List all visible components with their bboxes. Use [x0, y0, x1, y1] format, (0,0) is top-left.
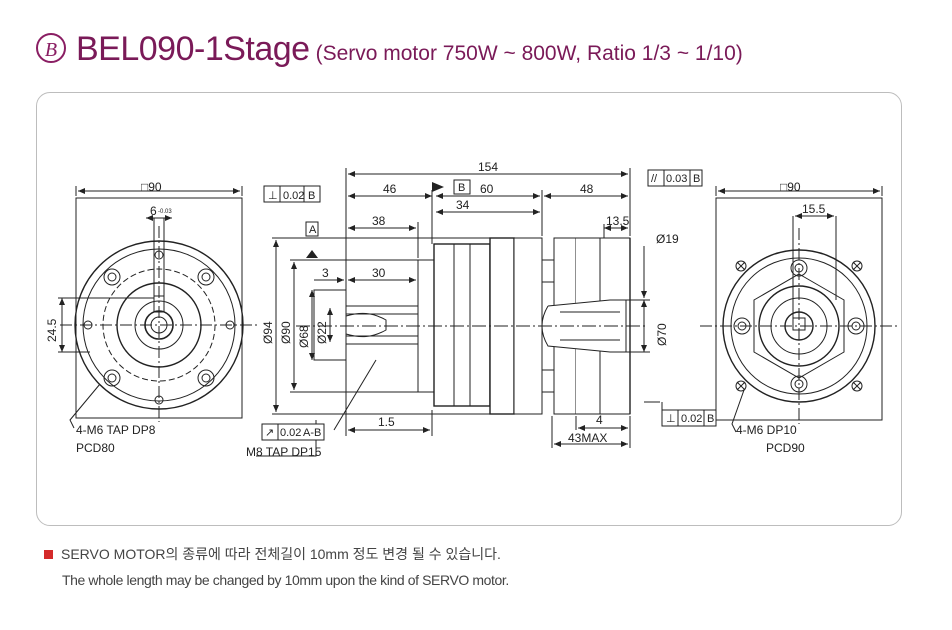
left-pcd-label: PCD80: [76, 441, 115, 455]
dim-43max: 43MAX: [568, 431, 607, 445]
stage-badge-icon: B: [36, 33, 66, 63]
gdt-perp2-datum: B: [707, 413, 714, 425]
dim-dia-22: Ø22: [315, 321, 329, 344]
page-title: B BEL090-1Stage (Servo motor 750W ~ 800W…: [36, 30, 743, 80]
bore-key-dim: 15.5: [802, 202, 826, 216]
dim-13-5: 13.5: [606, 214, 630, 228]
dim-1-5: 1.5: [378, 415, 395, 429]
dim-60: 60: [480, 182, 494, 196]
gdt-runout-value: 0.02: [280, 427, 301, 439]
right-tap-label: 4-M6 DP10: [736, 423, 797, 437]
left-tap-label: 4-M6 TAP DP8: [76, 423, 156, 437]
right-pcd-label: PCD90: [766, 441, 805, 455]
bullet-icon: [44, 550, 53, 559]
dim-dia-19: Ø19: [656, 232, 679, 246]
dim-dia-68: Ø68: [297, 325, 311, 348]
dim-48: 48: [580, 182, 594, 196]
dim-3: 3: [322, 266, 329, 280]
gdt-perp-datum: B: [308, 190, 315, 202]
dim-dia-70: Ø70: [655, 323, 669, 346]
svg-text:↗: ↗: [265, 427, 274, 439]
m8-tap-label: M8 TAP DP15: [246, 445, 322, 459]
left-end-view: [58, 186, 258, 429]
svg-text:A-B: A-B: [303, 427, 321, 439]
gdt-frames: [261, 169, 717, 441]
key-height-dim: 24.5: [45, 318, 59, 342]
right-square-dim: □90: [780, 180, 801, 194]
dim-overall: 154: [478, 160, 498, 174]
right-end-view: [700, 186, 898, 433]
dim-dia-90: Ø90: [279, 321, 293, 344]
dim-dia-94: Ø94: [261, 321, 275, 344]
dim-34: 34: [456, 198, 470, 212]
datum-b: B: [458, 182, 465, 194]
model-name: BEL090-1Stage: [76, 30, 310, 68]
svg-text://: //: [651, 173, 658, 185]
gdt-perp-value: 0.02: [283, 190, 304, 202]
note-korean: SERVO MOTOR의 종류에 따라 전체길이 10mm 정도 변경 될 수 …: [44, 544, 501, 564]
svg-text:⊥: ⊥: [666, 413, 676, 425]
side-section-view: [256, 168, 663, 457]
model-spec: (Servo motor 750W ~ 800W, Ratio 1/3 ~ 1/…: [315, 42, 743, 65]
gdt-parallel-value: 0.03: [666, 173, 687, 185]
dim-30: 30: [372, 266, 386, 280]
keyway-dim: 6: [150, 204, 157, 218]
gdt-perp2-value: 0.02: [681, 413, 702, 425]
left-square-dim: □90: [141, 180, 162, 194]
keyway-tol: -0.03: [158, 209, 172, 215]
dim-38: 38: [372, 214, 386, 228]
datum-a: A: [309, 224, 317, 236]
dim-46: 46: [383, 182, 397, 196]
svg-text:⊥: ⊥: [268, 190, 278, 202]
dim-4: 4: [596, 413, 603, 427]
gdt-parallel-datum: B: [693, 173, 700, 185]
note-english: The whole length may be changed by 10mm …: [62, 572, 509, 588]
